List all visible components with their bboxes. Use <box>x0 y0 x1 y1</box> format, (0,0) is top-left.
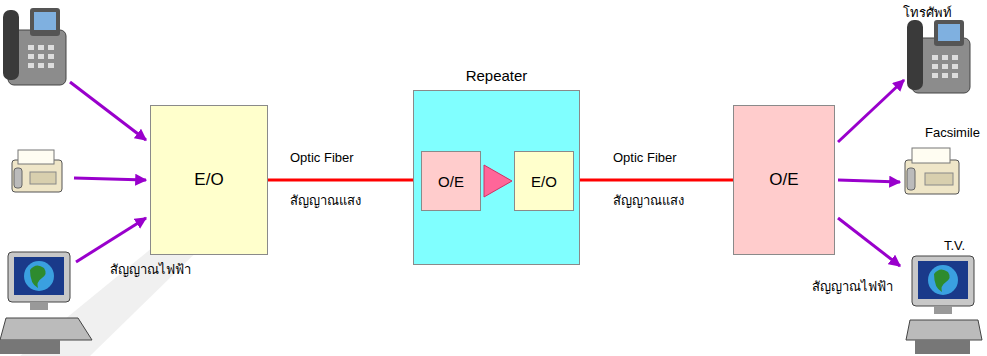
optic-fiber-line <box>580 179 733 182</box>
repeater-box: RepeaterO/EE/O <box>413 90 580 265</box>
optic-fiber-line <box>268 179 413 182</box>
telephone-icon <box>3 8 66 85</box>
signal-label: สัญญาณไฟฟ้า <box>110 259 191 280</box>
fax-icon <box>12 150 62 192</box>
device-label: Facsimile <box>925 125 980 140</box>
signal-label: สัญญาณไฟฟ้า <box>812 276 893 297</box>
fax-icon <box>905 148 959 194</box>
box-label: E/O <box>194 170 223 190</box>
box-label: O/E <box>438 173 464 190</box>
box-heading: Repeater <box>414 67 579 84</box>
fiber-label: Optic Fiber <box>613 150 677 165</box>
amplifier-triangle <box>484 165 512 197</box>
box-label: E/O <box>531 173 557 190</box>
converter-box: E/O <box>150 105 268 255</box>
device-label: โทรศัพท์ <box>903 2 952 23</box>
converter-box: O/E <box>733 105 835 255</box>
computer-icon <box>0 252 92 354</box>
converter-box: E/O <box>514 151 574 211</box>
signal-label: สัญญาณแสง <box>613 190 684 211</box>
fiber-label: Optic Fiber <box>290 150 354 165</box>
signal-arrow <box>70 80 904 266</box>
device-label: T.V. <box>944 238 965 253</box>
computer-icon <box>906 256 982 354</box>
signal-label: สัญญาณแสง <box>290 190 361 211</box>
telephone-icon <box>907 20 970 93</box>
converter-box: O/E <box>421 151 481 211</box>
box-label: O/E <box>769 170 798 190</box>
